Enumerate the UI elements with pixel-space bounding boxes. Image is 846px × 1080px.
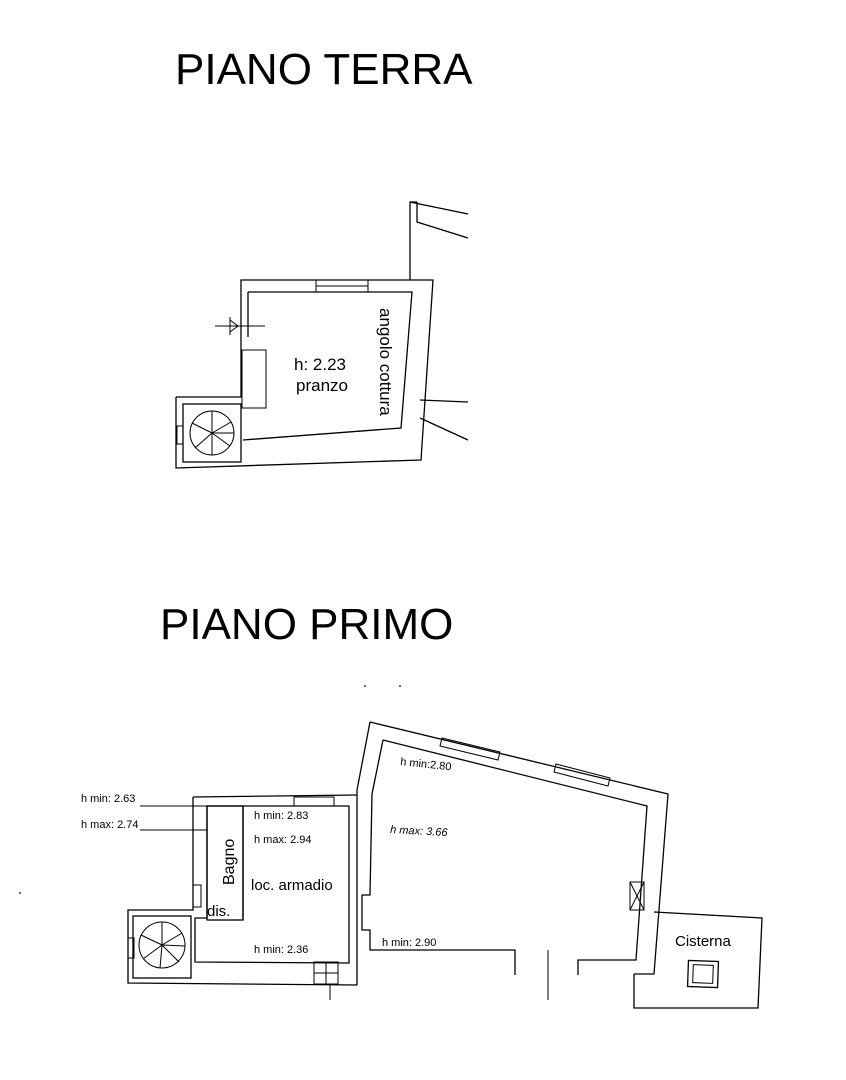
cistern-outline [633, 911, 763, 1009]
ground-pillar [241, 349, 267, 409]
ground-outer-wall-east-south [175, 279, 434, 469]
ground-floor-title: PIANO TERRA [175, 45, 473, 94]
cistern-hatch [686, 959, 720, 989]
first-main-inner-wall [382, 739, 648, 975]
first-bathroom-window [192, 884, 202, 908]
first-closet-window [293, 796, 335, 807]
closet-hmin-label: h min: 2.83 [254, 810, 308, 822]
room-hmin-top-label: h min:2.80 [400, 756, 452, 773]
first-small-block-north [192, 794, 358, 798]
room-hmax-label: h max: 3.66 [390, 824, 449, 839]
closet-hmax-label: h max: 2.94 [254, 834, 311, 846]
ground-floor-plan [175, 201, 469, 469]
first-stair-window [127, 937, 135, 959]
ground-room-dining: pranzo [296, 376, 348, 395]
first-floor-title: PIANO PRIMO [160, 600, 453, 649]
first-window-east [629, 881, 645, 911]
first-room-closet: loc. armadio [251, 877, 333, 894]
landing-hmin-label: h min: 2.36 [254, 944, 308, 956]
first-window-2 [553, 763, 611, 787]
first-room-bathroom: Bagno [221, 839, 238, 885]
first-stair-box [132, 915, 192, 979]
first-window-1 [439, 737, 501, 761]
room-hmin-bottom-label: h min: 2.90 [382, 937, 436, 949]
first-room-cistern: Cisterna [675, 933, 732, 950]
ground-room-kitchen-corner: angolo cottura [376, 308, 395, 416]
first-room-landing: dis. [207, 903, 230, 920]
ground-stair-window [176, 425, 184, 445]
ground-adjacent-wall-top [416, 202, 469, 239]
bath-hmin-label: h min: 2.63 [81, 793, 135, 805]
bath-hmax-label: h max: 2.74 [81, 819, 138, 831]
ground-height-label: h: 2.23 [294, 355, 346, 374]
first-floor-plan [19, 685, 763, 1009]
first-main-outer-wall [369, 721, 669, 975]
